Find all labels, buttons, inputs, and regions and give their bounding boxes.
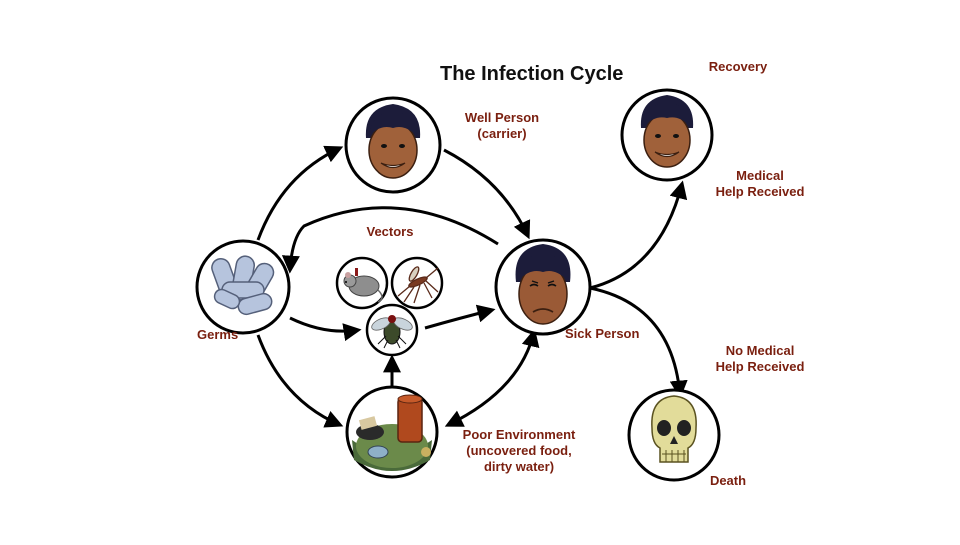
connector-arrows bbox=[256, 145, 688, 428]
death-node bbox=[627, 388, 721, 482]
poor-environment-node bbox=[345, 385, 439, 479]
skull-icon bbox=[651, 395, 697, 463]
person-sick-icon bbox=[515, 244, 571, 325]
rat-icon bbox=[343, 268, 383, 303]
person-smiling-icon bbox=[365, 104, 421, 179]
mosquito-icon bbox=[397, 266, 439, 304]
label-poor-environment: Poor Environment (uncovered food, dirty … bbox=[462, 427, 576, 474]
arrow-fly-to-sick bbox=[424, 304, 496, 330]
label-germs: Germs bbox=[197, 327, 239, 342]
fly-node bbox=[365, 303, 419, 357]
page-title: The Infection Cycle bbox=[440, 63, 624, 85]
label-death: Death bbox=[709, 473, 747, 488]
arrow-germs-to-env bbox=[256, 334, 344, 428]
arrow-germs-to-fly bbox=[289, 316, 362, 342]
garbage-icon bbox=[352, 394, 432, 471]
arrow-well-to-sick bbox=[443, 148, 531, 240]
recovery-person-node bbox=[620, 88, 714, 182]
label-sick-person: Sick Person bbox=[565, 326, 640, 341]
rat-node bbox=[335, 256, 389, 310]
label-recovery: Recovery bbox=[708, 59, 768, 74]
germs-node bbox=[195, 239, 291, 335]
fly-icon bbox=[371, 315, 413, 349]
sick-person-node bbox=[494, 238, 592, 336]
label-medical-help: Medical Help Received bbox=[715, 168, 805, 199]
germs-icon bbox=[211, 255, 275, 316]
arrow-sick-to-recovery bbox=[589, 180, 688, 290]
label-well-person: Well Person (carrier) bbox=[464, 110, 540, 141]
label-vectors: Vectors bbox=[366, 224, 414, 239]
arrow-sick-to-germs bbox=[281, 206, 499, 274]
mosquito-node bbox=[390, 256, 444, 310]
well-person-node bbox=[344, 96, 442, 194]
arrow-germs-to-well bbox=[256, 145, 344, 241]
label-no-medical-help: No Medical Help Received bbox=[715, 343, 805, 374]
arrow-env-sick-double bbox=[444, 328, 540, 427]
arrow-sick-to-death bbox=[589, 286, 688, 399]
person-smiling-icon bbox=[640, 95, 694, 168]
